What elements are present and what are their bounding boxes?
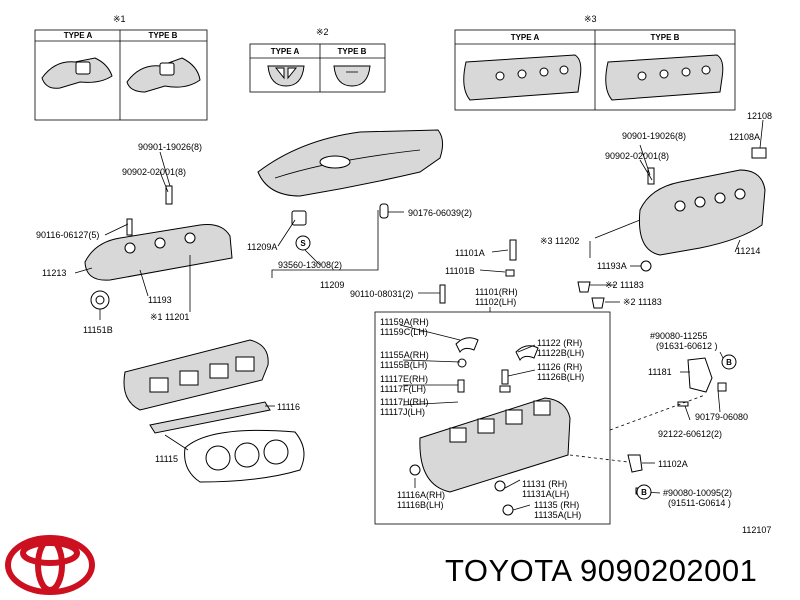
label-11159C: 11159C(LH)	[380, 327, 428, 337]
leader-lines	[74, 119, 764, 511]
label-12108: 12108	[747, 111, 772, 121]
label-90080-top: #90080-11255	[650, 331, 707, 341]
label-90080-bottom: #90080-10095(2)	[663, 488, 732, 498]
type-box-2-col-b: TYPE B	[338, 47, 367, 56]
label-11131A: 11131A(LH)	[522, 489, 569, 499]
label-11101: 11101(RH)	[475, 287, 518, 297]
label-11116B: 11116B(LH)	[397, 500, 444, 510]
label-11131: 11131 (RH)	[522, 479, 567, 489]
type-box-1-col-a: TYPE A	[64, 31, 93, 40]
label-90901-right: 90901-19026(8)	[622, 131, 686, 141]
label-11117H: 11117H(RH)	[380, 397, 429, 407]
label-11115: 11115	[155, 454, 178, 464]
label-11209: 11209	[320, 280, 344, 290]
label-92122: 92122-60612(2)	[658, 429, 722, 439]
label-11183-b: ※2 11183	[623, 297, 662, 307]
label-11155A: 11155A(RH)	[380, 350, 429, 360]
label-90902-left: 90902-02001(8)	[122, 167, 186, 177]
label-12108A: 12108A	[729, 132, 760, 142]
label-11183-a: ※2 11183	[605, 280, 644, 290]
type-box-2-col-a: TYPE A	[271, 47, 300, 56]
callout-s-text: S	[300, 239, 306, 248]
label-11116A: 11116A(RH)	[397, 490, 445, 500]
type-box-3-col-b: TYPE B	[651, 33, 680, 42]
label-11101B: 11101B	[445, 266, 475, 276]
label-11126: 11126 (RH)	[537, 362, 582, 372]
type-box-3: ※3 TYPE A TYPE B	[454, 14, 736, 111]
brand-part-number: TOYOTA 9090202001	[445, 553, 758, 588]
label-11116: 11116	[277, 402, 300, 412]
left-cylinder-head	[123, 339, 305, 483]
label-11122B: 11122B(LH)	[537, 348, 584, 358]
type-box-1: ※1 TYPE A TYPE B	[34, 14, 208, 121]
callout-b-top-text: B	[726, 358, 732, 367]
label-11117F: 11117F(LH)	[380, 384, 426, 394]
right-cylinder-head-box	[374, 311, 611, 525]
label-90902-right: 90902-02001(8)	[605, 151, 669, 161]
label-90080-top-sub: (91631-60612 )	[656, 341, 718, 351]
label-90176: 90176-06039(2)	[408, 208, 472, 218]
label-90080-bottom-sub: (91511-G0614 )	[668, 498, 731, 508]
label-11102A: 11102A	[658, 459, 688, 469]
type-box-3-mark: ※3	[584, 14, 597, 24]
label-11181: 11181	[648, 367, 672, 377]
label-11159A: 11159A(RH)	[380, 317, 429, 327]
label-90901-left: 90901-19026(8)	[138, 142, 202, 152]
type-box-2: ※2 TYPE A TYPE B	[249, 27, 386, 93]
engine-cover-11209	[257, 129, 444, 251]
label-11135A: 11135A(LH)	[534, 510, 581, 520]
label-11202: ※3 11202	[540, 236, 579, 246]
label-11201: ※1 11201	[150, 312, 189, 322]
label-90116: 90116-06127(5)	[36, 230, 99, 240]
label-11214: 11214	[736, 246, 760, 256]
label-11117J: 11117J(LH)	[380, 407, 425, 417]
toyota-logo-icon	[5, 535, 95, 595]
type-box-2-mark: ※2	[316, 27, 329, 37]
label-11151B: 11151B	[83, 325, 113, 335]
type-box-3-col-a: TYPE A	[511, 33, 540, 42]
label-11209A: 11209A	[247, 242, 277, 252]
label-11193: 11193	[148, 295, 172, 305]
label-11213: 11213	[42, 268, 66, 278]
label-93560: 93560-13008(2)	[278, 260, 342, 270]
label-11135: 11135 (RH)	[534, 500, 579, 510]
left-cam-cover-11201	[84, 185, 233, 310]
label-90179: 90179-06080	[695, 412, 748, 422]
figure-code: 112107	[742, 525, 771, 535]
callout-b-bottom	[636, 484, 652, 500]
label-90110: 90110-08031(2)	[350, 289, 413, 299]
callout-b-top	[721, 354, 737, 370]
callout-b-bottom-text: B	[641, 488, 647, 497]
label-11122: 11122 (RH)	[537, 338, 582, 348]
right-cam-cover-11202	[638, 147, 767, 272]
label-11193A: 11193A	[597, 261, 627, 271]
bracket-11181	[627, 357, 727, 495]
label-11102: 11102(LH)	[475, 297, 516, 307]
type-box-1-mark: ※1	[113, 14, 126, 24]
part-number-labels: 90901-19026(8) 90902-02001(8) 90116-0612…	[36, 111, 772, 535]
label-11126B: 11126B(LH)	[537, 372, 584, 382]
label-11101A: 11101A	[455, 248, 485, 258]
type-box-1-col-b: TYPE B	[149, 31, 178, 40]
small-parts-center	[439, 239, 605, 309]
label-11117E: 11117E(RH)	[380, 374, 428, 384]
label-11155B: 11155B(LH)	[380, 360, 427, 370]
